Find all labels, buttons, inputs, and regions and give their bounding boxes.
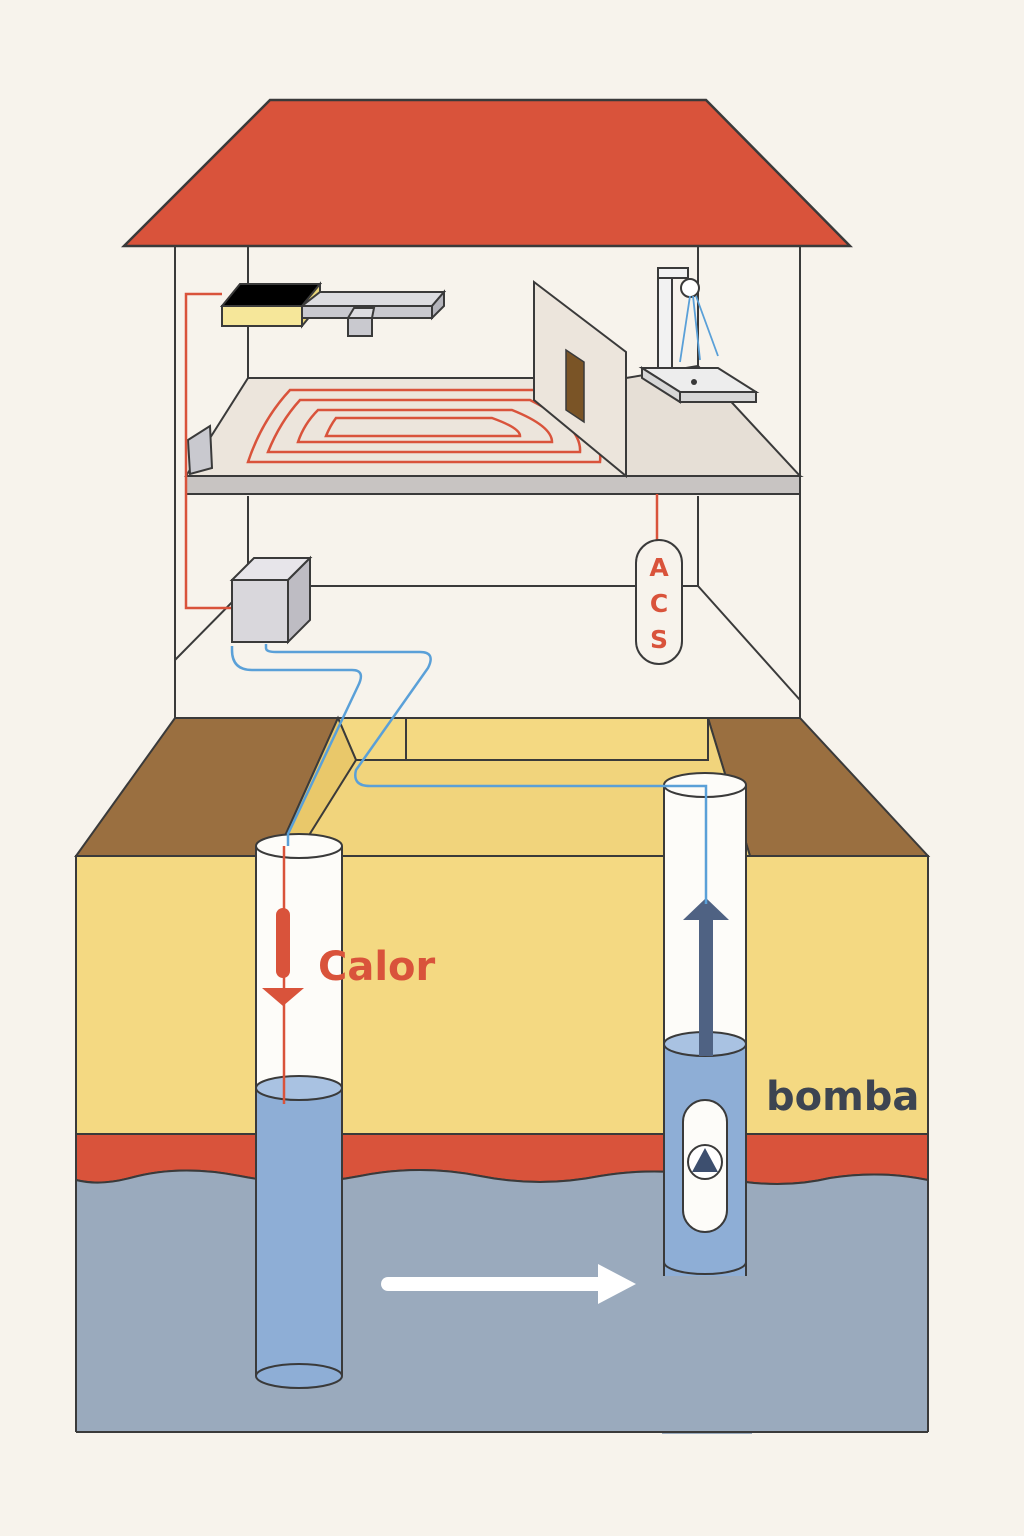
acs-label-a: A	[649, 553, 669, 582]
heat-down-arrow-icon	[262, 908, 304, 1006]
shower	[638, 267, 760, 404]
thermostat	[186, 424, 214, 476]
acs-label-c: C	[650, 589, 668, 618]
calor-label: Calor	[318, 944, 436, 990]
cold-return-pipe	[230, 646, 363, 846]
injection-well	[255, 833, 343, 1389]
pump-up-arrow-icon	[683, 898, 729, 1056]
acs-label-s: S	[650, 625, 668, 654]
submersible-pump	[682, 1099, 728, 1233]
house-walls	[174, 246, 801, 718]
extraction-well-bottom	[663, 1044, 747, 1275]
bomba-label: bomba	[766, 1074, 919, 1120]
door	[565, 348, 585, 424]
trench-back-wall	[336, 717, 709, 761]
roof	[120, 98, 853, 248]
floor-slab-edge	[185, 475, 801, 495]
cold-supply-pipe	[264, 644, 708, 904]
groundwater-aquifer	[75, 1169, 929, 1433]
shower-head-icon	[680, 278, 700, 298]
soil-yellow-layer	[75, 855, 929, 1135]
heat-pump-unit	[229, 555, 313, 645]
groundwater-flow-arrow-icon	[381, 1264, 636, 1304]
hot-supply-pipe	[184, 292, 232, 610]
air-duct	[299, 289, 447, 337]
acs-tank	[635, 539, 683, 665]
